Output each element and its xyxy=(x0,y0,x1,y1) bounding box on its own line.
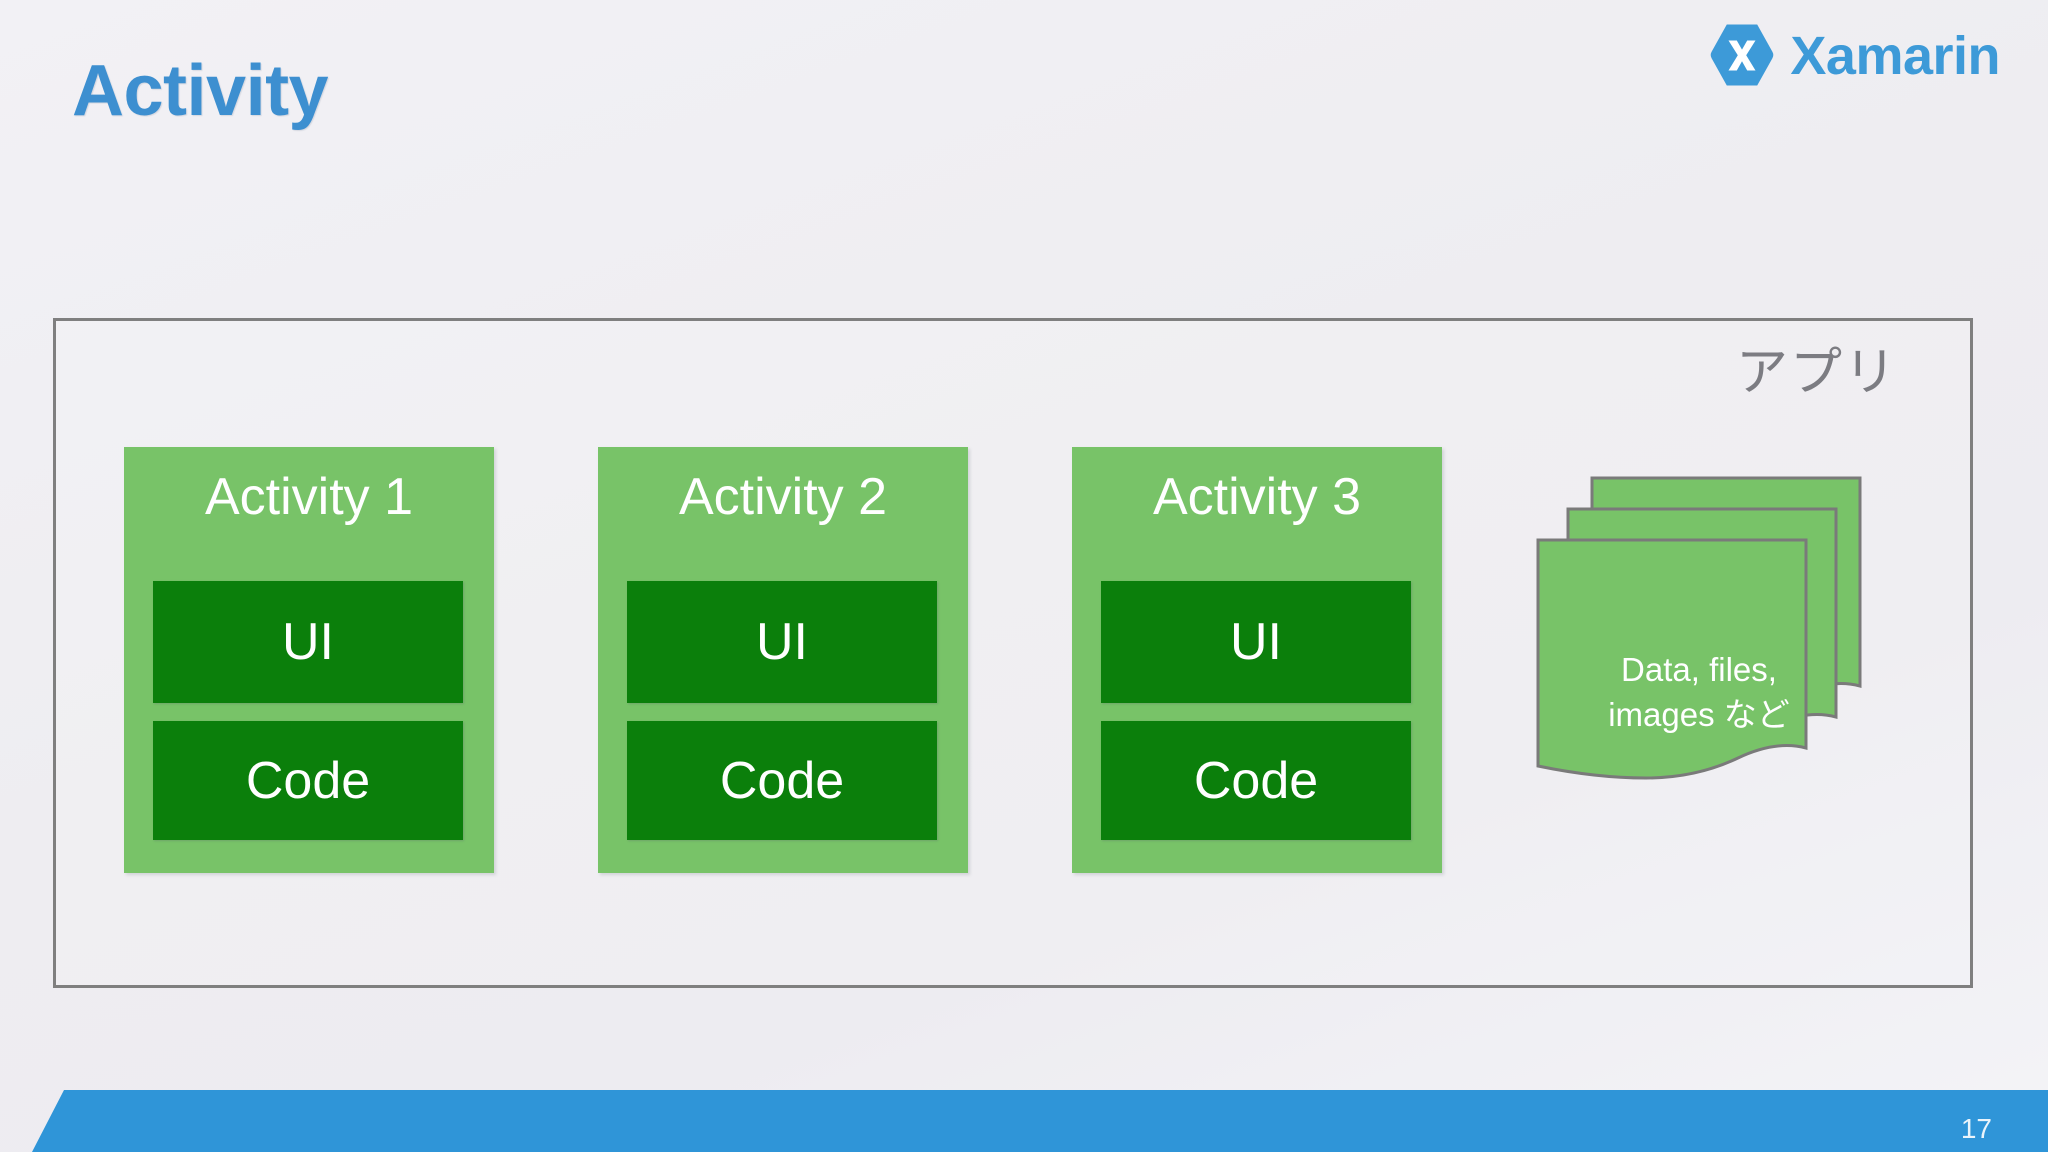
activity-title: Activity 1 xyxy=(204,468,414,526)
document-stack[interactable]: Data, files, images など xyxy=(1530,468,1900,848)
footer-shape xyxy=(32,1090,2048,1152)
activity-box-1[interactable]: Activity 1 UI Code xyxy=(124,447,494,873)
activity-code-box[interactable]: Code xyxy=(1101,721,1411,840)
page-number: 17 xyxy=(1960,1113,1992,1144)
documents-icon xyxy=(1536,476,1862,780)
app-frame-label: アプリ xyxy=(1735,344,1898,402)
activity-title: Activity 2 xyxy=(678,468,888,526)
activity-title: Activity 3 xyxy=(1152,468,1362,526)
document-stack-label: Data, files, images など xyxy=(1544,648,1854,737)
activity-ui-box[interactable]: UI xyxy=(627,581,937,703)
hexagon-x-icon xyxy=(1711,24,1774,86)
xamarin-wordmark: Xamarin xyxy=(1790,26,2000,86)
footer-bar: 17 xyxy=(0,1090,2048,1152)
document-label-line-2: images など xyxy=(1608,695,1790,733)
activity-box-2[interactable]: Activity 2 UI Code xyxy=(598,447,968,873)
activity-code-box[interactable]: Code xyxy=(627,721,937,840)
page-title: Activity xyxy=(72,51,329,131)
activity-ui-box[interactable]: UI xyxy=(1101,581,1411,703)
document-label-line-1: Data, files, xyxy=(1621,651,1777,688)
activity-code-box[interactable]: Code xyxy=(153,721,463,840)
activity-ui-box[interactable]: UI xyxy=(153,581,463,703)
xamarin-logo: Xamarin xyxy=(1708,22,2000,90)
activity-box-3[interactable]: Activity 3 UI Code xyxy=(1072,447,1442,873)
